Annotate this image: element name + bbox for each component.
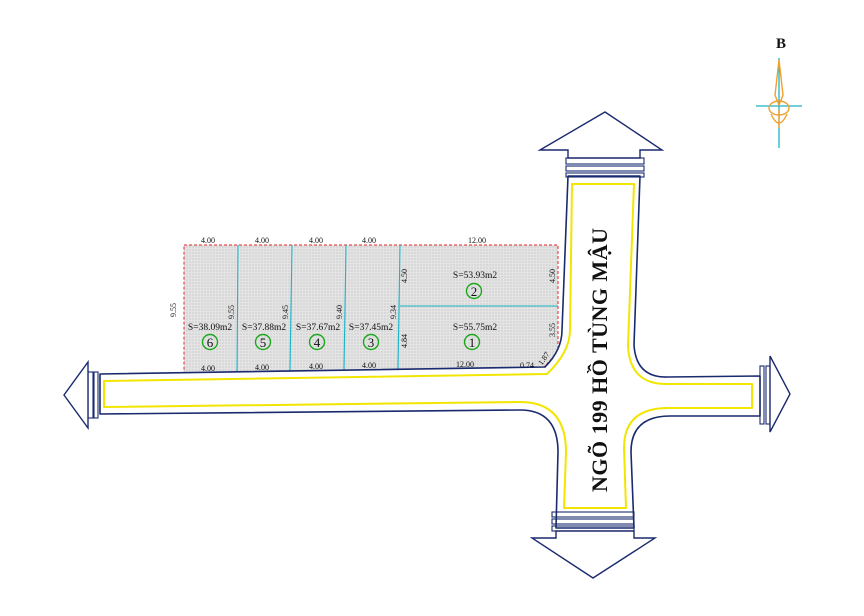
- dim-right-lot2: 4.50: [548, 269, 557, 283]
- dim-divider-lot2: 4.50: [400, 269, 409, 283]
- lot-3[interactable]: S=37.45m2 3: [349, 323, 393, 351]
- dim-top-lot2: 12.00: [468, 236, 486, 245]
- road-arrow-south: [529, 511, 658, 579]
- lot-number-ring: [362, 333, 380, 351]
- lot-area: S=55.75m2: [453, 323, 497, 333]
- lot-area: S=37.88m2: [242, 323, 286, 333]
- lot-area: S=37.45m2: [349, 323, 393, 333]
- dim-bottom-lot6: 4.00: [201, 364, 215, 373]
- dimensions-top: 4.00 4.00 4.00 4.00 12.00: [201, 236, 486, 245]
- dim-divider-5-6: 9.55: [227, 305, 236, 319]
- lot-number-ring: [201, 333, 219, 351]
- north-compass: B: [756, 36, 802, 148]
- dim-top-lot6: 4.00: [201, 236, 215, 245]
- lot-number-ring: [254, 333, 272, 351]
- lot-number: 4: [314, 335, 321, 350]
- lot-number-ring: [465, 282, 483, 300]
- dim-chamfer-a: 0.74: [520, 361, 534, 370]
- lot-labels: S=38.09m2 6 S=37.88m2 5 S=37.67m2 4 S=37…: [188, 271, 497, 351]
- dim-divider-4-5: 9.45: [281, 305, 290, 319]
- dim-bottom-lot1: 12.00: [456, 360, 474, 369]
- dimensions-vertical: 9.55 9.55 9.45 9.40 9.34 4.50 4.84 4.50 …: [169, 269, 557, 348]
- dim-bottom-lot5: 4.00: [255, 363, 269, 372]
- lot-number: 2: [471, 284, 478, 299]
- dim-left-side: 9.55: [169, 303, 178, 317]
- lot-6[interactable]: S=38.09m2 6: [188, 323, 232, 351]
- compass-rose-icon: [768, 59, 790, 128]
- divider-5-6: [236, 244, 239, 373]
- parcel-block: [183, 244, 559, 374]
- dim-top-lot4: 4.00: [309, 236, 323, 245]
- lot-dividers: [236, 244, 558, 373]
- lot-2[interactable]: S=53.93m2 2: [453, 271, 497, 300]
- lot-1[interactable]: S=55.75m2 1: [453, 323, 497, 351]
- north-label: B: [776, 36, 786, 52]
- lot-number: 5: [260, 335, 267, 350]
- lot-number: 1: [469, 335, 476, 350]
- divider-2-3: [397, 244, 401, 370]
- road: NGÕ 199 HỒ TÙNG MẬU: [63, 111, 791, 579]
- dim-top-lot5: 4.00: [255, 236, 269, 245]
- lot-number-ring: [308, 333, 326, 351]
- road-edge-line: [103, 183, 753, 509]
- dim-right-lot1: 3.55: [548, 323, 557, 337]
- dim-divider-2-3: 9.34: [389, 305, 398, 319]
- road-name: NGÕ 199 HỒ TÙNG MẬU: [587, 227, 612, 492]
- road-arrow-west: [63, 359, 99, 431]
- dim-divider-lot1: 4.84: [400, 334, 409, 348]
- lot-number: 6: [207, 335, 214, 350]
- dim-divider-3-4: 9.40: [335, 305, 344, 319]
- lot-area: S=37.67m2: [296, 323, 340, 333]
- dim-top-lot3: 4.00: [362, 236, 376, 245]
- road-arrow-east: [759, 355, 791, 433]
- road-arrow-north: [537, 111, 665, 178]
- lot-area: S=53.93m2: [453, 271, 497, 281]
- lot-5[interactable]: S=37.88m2 5: [242, 323, 286, 351]
- lot-4[interactable]: S=37.67m2 4: [296, 323, 340, 351]
- parcel-fill: [184, 245, 558, 373]
- divider-4-5: [289, 244, 293, 372]
- dim-bottom-lot3: 4.00: [362, 361, 376, 370]
- lot-area: S=38.09m2: [188, 323, 232, 333]
- dim-bottom-lot4: 4.00: [309, 362, 323, 371]
- lot-number-ring: [463, 333, 481, 351]
- lot-number: 3: [368, 335, 375, 350]
- divider-3-4: [343, 244, 347, 371]
